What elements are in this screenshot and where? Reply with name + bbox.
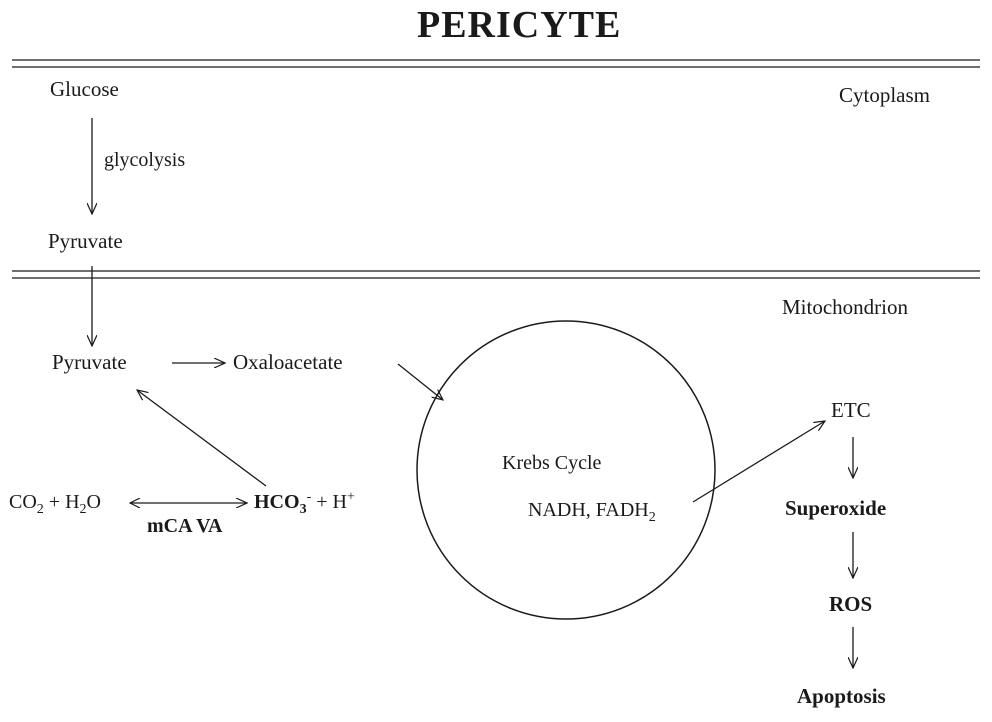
mito-pyruvate-label: Pyruvate: [52, 350, 127, 374]
glycolysis-label: glycolysis: [104, 149, 186, 171]
oxaloacetate-to-krebs-arrow: [397, 363, 443, 400]
glucose-label: Glucose: [50, 77, 119, 101]
krebs-cycle-label: Krebs Cycle: [502, 452, 602, 474]
co2-h2o-label: CO2 + H2O: [9, 491, 101, 517]
apoptosis-label: Apoptosis: [797, 684, 886, 708]
bicarbonate-label: HCO3- + H+: [254, 489, 355, 517]
nadh-to-etc-arrow: [692, 421, 825, 503]
mitochondrion-label: Mitochondrion: [782, 295, 908, 319]
cytoplasm-pyruvate-label: Pyruvate: [48, 229, 123, 253]
bicarbonate-to-pyruvate-arrow: [137, 390, 267, 487]
cytoplasm-label: Cytoplasm: [839, 83, 931, 107]
enzyme-label: mCA VA: [147, 515, 223, 537]
krebs-cycle-circle: [416, 320, 716, 620]
ros-label: ROS: [829, 592, 873, 616]
diagram-title: PERICYTE: [417, 4, 622, 46]
oxaloacetate-label: Oxaloacetate: [233, 350, 343, 374]
superoxide-label: Superoxide: [785, 496, 887, 520]
etc-label: ETC: [831, 398, 871, 422]
nadh-fadh2-label: NADH, FADH2: [528, 499, 656, 525]
